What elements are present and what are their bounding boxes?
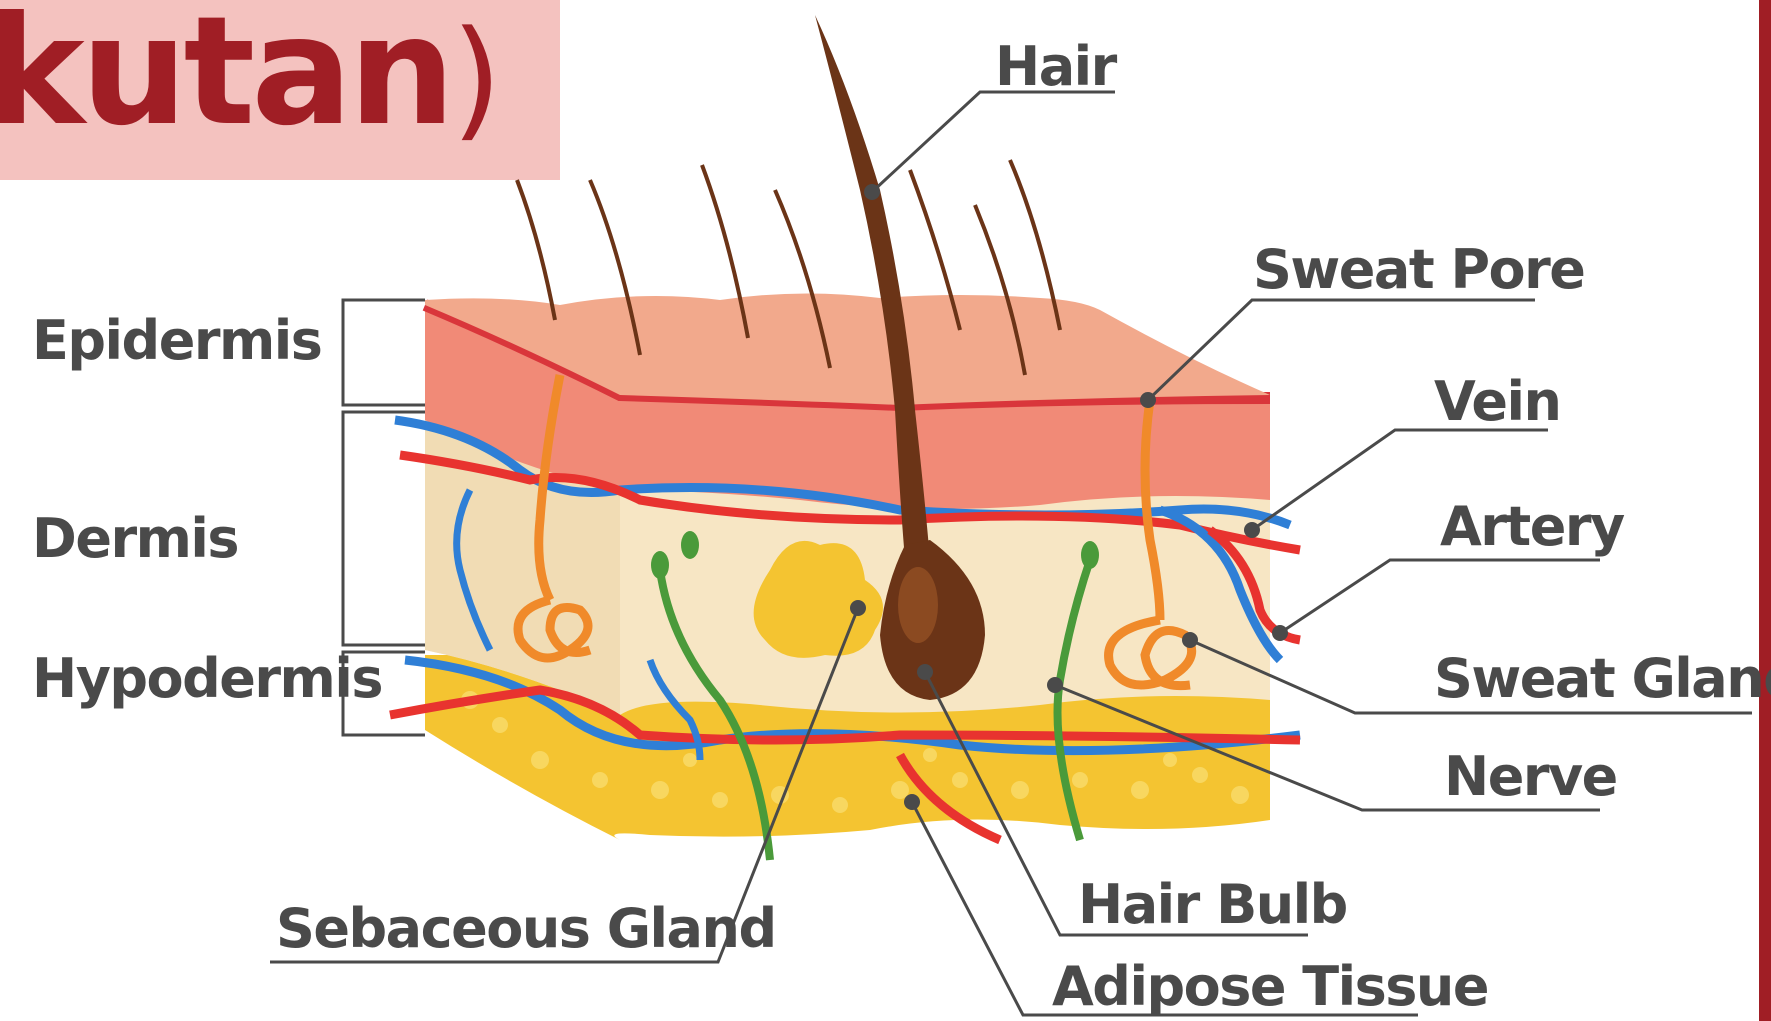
- label-hair: Hair: [995, 40, 1116, 94]
- label-dermis: Dermis: [32, 512, 238, 566]
- nerve-ending-right: [1081, 541, 1099, 569]
- nerve-ending-mid: [681, 531, 699, 559]
- label-nerve: Nerve: [1444, 750, 1617, 804]
- label-artery: Artery: [1440, 500, 1624, 554]
- label-epidermis: Epidermis: [32, 314, 321, 368]
- label-hypodermis: Hypodermis: [32, 652, 382, 706]
- label-hair-bulb: Hair Bulb: [1078, 878, 1347, 932]
- label-sweat-pore: Sweat Pore: [1253, 243, 1584, 297]
- label-adipose-tissue: Adipose Tissue: [1052, 960, 1488, 1014]
- hair-line: [872, 92, 1115, 192]
- label-sebaceous-gland: Sebaceous Gland: [276, 902, 776, 956]
- bracket-dermis: [343, 412, 425, 645]
- artery-line: [1280, 560, 1600, 633]
- label-sweat-gland: Sweat Gland: [1434, 652, 1771, 706]
- nerve-ending-left: [651, 551, 669, 579]
- bracket-epidermis: [343, 300, 425, 405]
- hair-bulb-highlight: [898, 567, 938, 643]
- label-vein: Vein: [1434, 375, 1560, 429]
